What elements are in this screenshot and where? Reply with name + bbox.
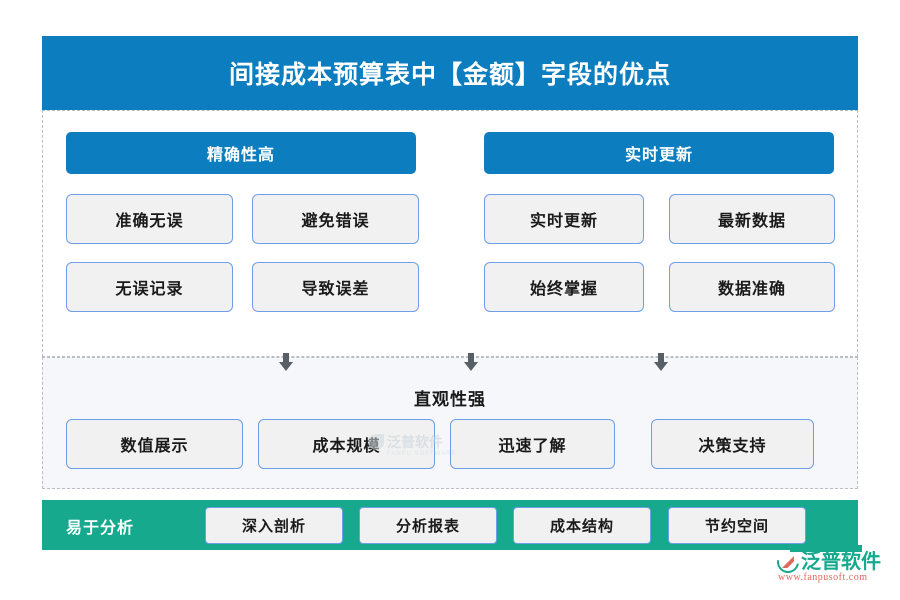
item-label: 分析报表: [395, 518, 460, 535]
brand-name: 泛普软件: [801, 551, 881, 573]
item-box-realtime-2[interactable]: 最新数据: [669, 194, 835, 244]
item-box-realtime-1[interactable]: 实时更新: [484, 194, 644, 244]
item-label: 实时更新: [529, 213, 598, 230]
item-label: 避免错误: [301, 213, 370, 230]
item-box-realtime-3[interactable]: 始终掌握: [484, 262, 644, 312]
item-box-intuitive-3[interactable]: 迅速了解: [450, 419, 615, 469]
down-arrow-icon: [463, 353, 479, 371]
item-label: 始终掌握: [529, 281, 598, 298]
item-label: 决策支持: [698, 438, 767, 455]
green-item-box-2[interactable]: 分析报表: [359, 507, 497, 544]
item-label: 数据准确: [717, 281, 786, 298]
down-arrow-icon: [653, 353, 669, 371]
item-label: 无误记录: [115, 281, 184, 298]
brand-logo: 泛普软件 www.fanpusoft.com: [772, 546, 881, 583]
item-box-accuracy-3[interactable]: 无误记录: [66, 262, 233, 312]
item-box-accuracy-1[interactable]: 准确无误: [66, 194, 233, 244]
item-box-accuracy-2[interactable]: 避免错误: [252, 194, 419, 244]
item-label: 最新数据: [717, 213, 786, 230]
green-item-box-1[interactable]: 深入剖析: [205, 507, 343, 544]
item-box-intuitive-4[interactable]: 决策支持: [651, 419, 814, 469]
category-header-accuracy-label: 精确性高: [206, 147, 275, 164]
item-label: 迅速了解: [498, 438, 567, 455]
item-label: 成本结构: [549, 518, 614, 535]
item-label: 节约空间: [704, 518, 769, 535]
item-label: 导致误差: [301, 281, 370, 298]
down-arrow-icon: [278, 353, 294, 371]
green-item-box-3[interactable]: 成本结构: [513, 507, 651, 544]
item-label: 准确无误: [115, 213, 184, 230]
brand-accent-bar: [790, 545, 862, 552]
item-label: 深入剖析: [241, 518, 306, 535]
brand-url: www.fanpusoft.com: [778, 572, 868, 583]
fanpu-logo-icon: [772, 546, 804, 578]
category-header-realtime[interactable]: 实时更新: [484, 132, 834, 174]
item-box-accuracy-4[interactable]: 导致误差: [252, 262, 419, 312]
category-header-accuracy[interactable]: 精确性高: [66, 132, 416, 174]
green-bar-label: 易于分析: [66, 520, 135, 537]
item-box-intuitive-2[interactable]: 成本规模: [258, 419, 435, 469]
page-title-banner: 间接成本预算表中【金额】字段的优点: [42, 36, 858, 110]
category-header-realtime-label: 实时更新: [624, 147, 693, 164]
item-box-realtime-4[interactable]: 数据准确: [669, 262, 835, 312]
item-label: 成本规模: [312, 438, 381, 455]
bottom-section-label: 直观性强: [414, 390, 486, 409]
item-box-intuitive-1[interactable]: 数值展示: [66, 419, 243, 469]
page-title: 间接成本预算表中【金额】字段的优点: [228, 61, 671, 89]
green-item-box-4[interactable]: 节约空间: [668, 507, 806, 544]
item-label: 数值展示: [120, 438, 189, 455]
